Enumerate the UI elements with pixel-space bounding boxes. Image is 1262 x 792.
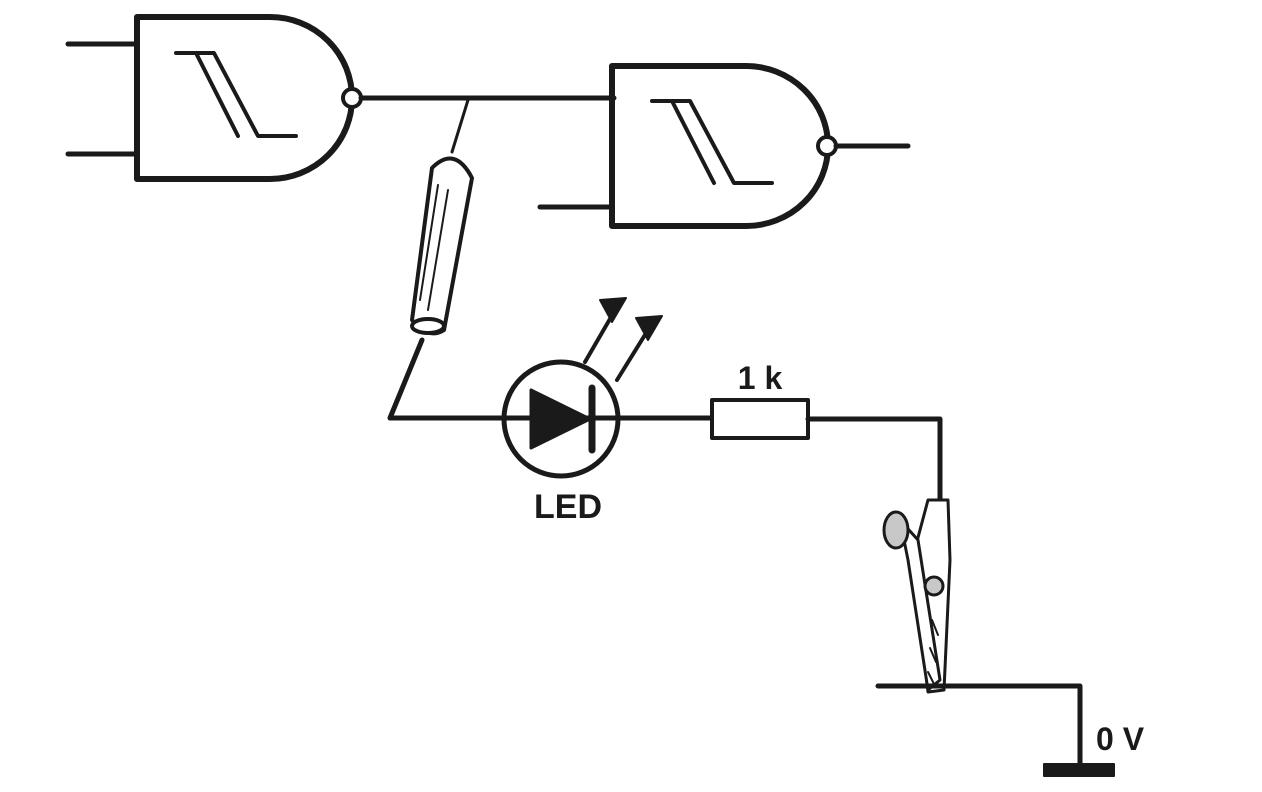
gate2-inversion-bubble: [816, 135, 838, 157]
schmitt-nand-gate-2: [537, 63, 911, 229]
clip-teeth: [927, 619, 939, 685]
ground-symbol: [1043, 763, 1115, 777]
led-label: LED: [534, 488, 602, 526]
resistor-body: [710, 398, 810, 440]
probe-tip: [450, 98, 470, 154]
led-anode-triangle: [529, 388, 592, 450]
test-probe: [387, 98, 503, 421]
gate1-hysteresis-symbol: [174, 51, 298, 138]
gate1-body: [134, 14, 355, 182]
resistor-to-clip-wire: [805, 416, 943, 503]
resistor: [619, 398, 943, 503]
light-arrow-1-head: [599, 297, 627, 323]
schmitt-nand-gate-1: [65, 14, 363, 182]
probe-body: [410, 156, 474, 336]
crocodile-clip: [882, 498, 952, 694]
ground-wire: [875, 683, 1083, 771]
gate1-inversion-bubble: [341, 87, 363, 109]
led: [497, 310, 650, 479]
clip-grip: [882, 510, 910, 550]
light-arrow-1: [583, 310, 616, 364]
ground-label: 0 V: [1096, 721, 1145, 757]
probe-lead-wire: [387, 337, 503, 421]
clip-pivot: [923, 575, 945, 597]
light-arrow-2: [615, 328, 650, 382]
light-arrow-2-head: [635, 315, 663, 341]
resistor-label: 1 k: [738, 360, 783, 396]
gate2-hysteresis-symbol: [650, 99, 774, 185]
gate2-body: [609, 63, 831, 229]
